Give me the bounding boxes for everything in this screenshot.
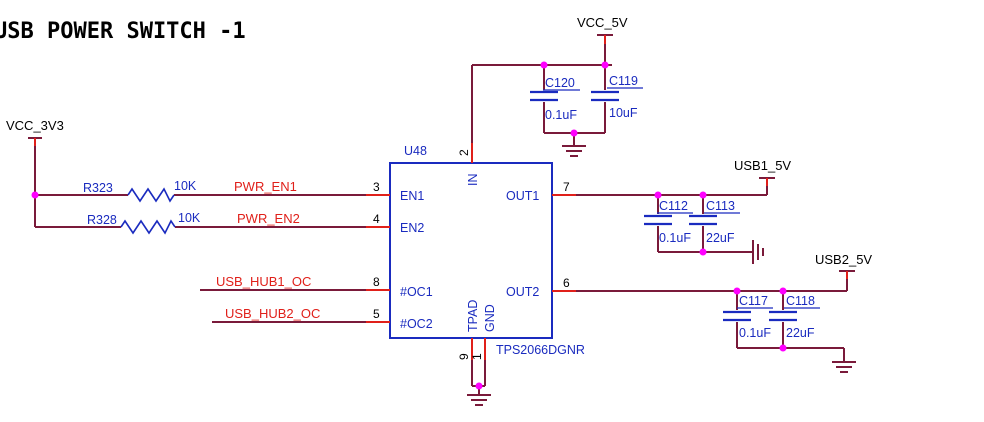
junction-dot xyxy=(654,191,662,199)
power-label-vcc-3v3: VCC_3V3 xyxy=(6,118,64,133)
ic-pin-out1-number: 7 xyxy=(563,180,570,194)
resistor-r323-icon xyxy=(127,187,175,203)
ground-icon xyxy=(562,145,586,157)
ic-pin-tpad-number: 9 xyxy=(457,353,471,360)
ic-pin-out2-name: OUT2 xyxy=(506,285,539,299)
ic-pin-oc1-number: 8 xyxy=(373,275,380,289)
resistor-symbols xyxy=(120,187,176,235)
ground-icon xyxy=(467,394,491,406)
ic-pin-in-number: 2 xyxy=(457,149,471,156)
power-label-vcc-5v: VCC_5V xyxy=(577,15,628,30)
capacitor-c113-ref: C113 xyxy=(706,199,735,213)
wires xyxy=(34,35,848,395)
capacitor-c117-icon xyxy=(723,310,751,322)
net-label-usb-hub1-oc: USB_HUB1_OC xyxy=(216,274,311,289)
ic-pin-en2-number: 4 xyxy=(373,212,380,226)
junction-dot xyxy=(475,382,483,390)
schematic-title: USB POWER SWITCH -1 xyxy=(0,19,246,44)
capacitor-c120-icon xyxy=(530,90,558,102)
resistor-r323-value: 10K xyxy=(174,179,197,193)
capacitor-c117-value: 0.1uF xyxy=(739,326,771,340)
power-label-usb2-5v: USB2_5V xyxy=(815,252,872,267)
junction-dot xyxy=(540,61,548,69)
junction-dot xyxy=(699,191,707,199)
junctions xyxy=(31,61,787,390)
capacitor-c112-ref: C112 xyxy=(659,199,688,213)
capacitor-c112-value: 0.1uF xyxy=(659,231,691,245)
ic-pin-en2-name: EN2 xyxy=(400,221,424,235)
junction-dot xyxy=(601,61,609,69)
ic-pin-en1-name: EN1 xyxy=(400,189,424,203)
ic-pin-out1-name: OUT1 xyxy=(506,189,539,203)
capacitor-c119-ref: C119 xyxy=(609,74,638,88)
ic-part-number: TPS2066DGNR xyxy=(496,343,585,357)
junction-dot xyxy=(699,248,707,256)
capacitor-symbols xyxy=(530,90,797,322)
ic-pin-stubs xyxy=(366,143,576,360)
net-label-pwr-en2: PWR_EN2 xyxy=(237,211,300,226)
power-label-usb1-5v: USB1_5V xyxy=(734,158,791,173)
net-label-usb-hub2-oc: USB_HUB2_OC xyxy=(225,306,320,321)
net-label-pwr-en1: PWR_EN1 xyxy=(234,179,297,194)
junction-dot xyxy=(733,287,741,295)
capacitor-c112-icon xyxy=(644,214,672,226)
capacitor-c118-ref: C118 xyxy=(786,294,815,308)
capacitor-c120-ref: C120 xyxy=(545,76,575,90)
ground-icon xyxy=(752,240,764,264)
ic-pin-oc2-name: #OC2 xyxy=(400,317,433,331)
capacitor-c113-value: 22uF xyxy=(706,231,735,245)
resistor-r328-value: 10K xyxy=(178,211,201,225)
junction-dot xyxy=(570,129,578,137)
ic-pin-oc2-number: 5 xyxy=(373,307,380,321)
wire-ic-gnd xyxy=(471,338,486,387)
ic-pin-oc1-name: #OC1 xyxy=(400,285,433,299)
ic-pin-in-name: IN xyxy=(466,174,480,187)
capacitor-c119-value: 10uF xyxy=(609,106,638,120)
resistor-r328-ref: R328 xyxy=(87,213,117,227)
capacitor-c120-value: 0.1uF xyxy=(545,108,577,122)
capacitor-ref-underlines xyxy=(543,87,820,309)
capacitor-c117-ref: C117 xyxy=(739,294,768,308)
power-flag-stems xyxy=(34,35,848,279)
junction-dot xyxy=(31,191,39,199)
ic-ref: U48 xyxy=(404,144,427,158)
ic-pin-gnd-number: 1 xyxy=(470,353,484,360)
ic-pin-en1-number: 3 xyxy=(373,180,380,194)
capacitor-c113-icon xyxy=(689,214,717,226)
capacitor-c119-icon xyxy=(591,90,619,102)
ic-pin-out2-number: 6 xyxy=(563,276,570,290)
ic-pin-gnd-name: GND xyxy=(483,304,497,332)
junction-dot xyxy=(779,344,787,352)
ground-icon xyxy=(832,361,856,373)
ic-pin-tpad-name: TPAD xyxy=(466,300,480,332)
capacitor-c118-value: 22uF xyxy=(786,326,815,340)
junction-dot xyxy=(779,287,787,295)
ground-symbols xyxy=(467,145,856,406)
resistor-r328-icon xyxy=(120,219,176,235)
resistor-r323-ref: R323 xyxy=(83,181,113,195)
capacitor-c118-icon xyxy=(769,310,797,322)
